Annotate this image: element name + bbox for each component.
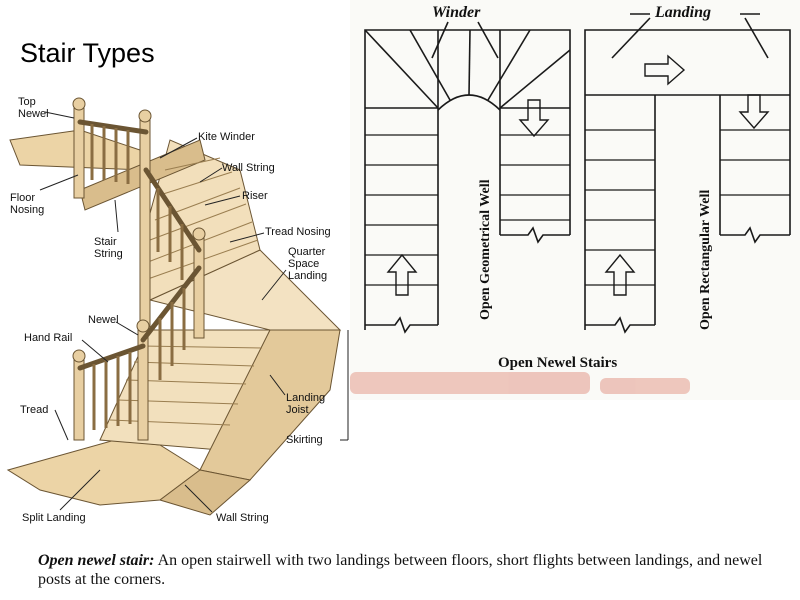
label-rectangular-well: Open Rectangular Well [698,190,713,330]
plan-drawings [350,0,800,400]
caption-term: Open newel stair: [38,552,155,569]
label-winder: Winder [432,4,481,21]
stair-illustration [6,97,349,516]
label-split-landing: Split Landing [22,512,86,524]
slide-title: Stair Types [20,38,155,68]
label-wall-string-top: Wall String [222,162,275,174]
label-skirting: Skirting [286,434,323,446]
label-top-newel: Top Newel [18,96,49,120]
label-quarter-space-landing: Quarter Space Landing [288,246,328,282]
label-kite-winder: Kite Winder [198,131,255,143]
label-riser: Riser [242,190,268,202]
label-geometrical-well: Open Geometrical Well [478,180,493,321]
label-hand-rail: Hand Rail [24,332,73,344]
caption-text: An open stairwell with two landings betw… [38,552,763,588]
label-landing: Landing [655,4,712,21]
label-floor-nosing: Floor Nosing [10,192,45,216]
label-stair-string: Stair String [94,236,123,260]
label-newel: Newel [88,314,119,326]
label-landing-joist: Landing Joist [286,392,326,416]
label-tread: Tread [20,404,49,416]
caption: Open newel stair: An open stairwell with… [38,551,778,589]
plan-caption: Open Newel Stairs [498,355,618,371]
label-tread-nosing: Tread Nosing [265,226,331,238]
label-wall-string-bottom: Wall String [216,512,269,524]
